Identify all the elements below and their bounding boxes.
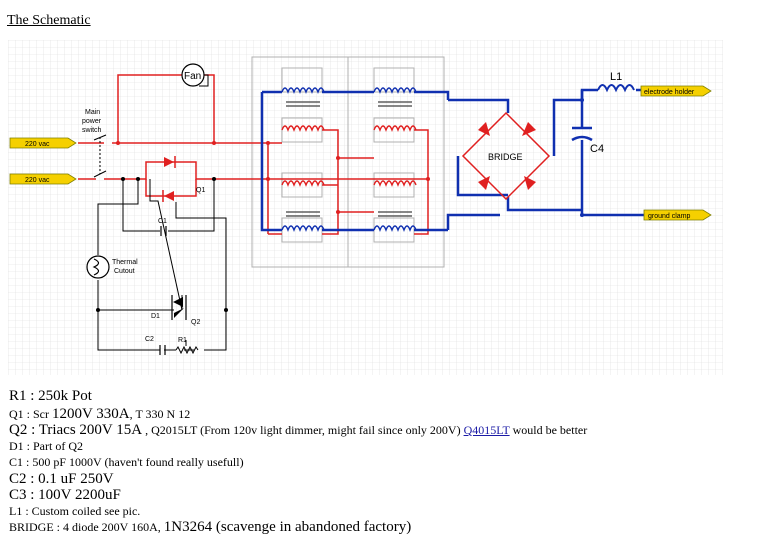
page-title: The Schematic [7,13,91,28]
note-q1-rating: 1200V 330A [52,406,130,422]
fan-symbol: Fan [181,63,209,87]
note-bridge-part-a: BRIDGE : 4 diode 200V 160A, [9,520,164,534]
note-q2-detail: , Q2015LT (From 120v light dimmer, might… [142,423,464,437]
note-q1-part-a: Q1 : Scr [9,407,52,421]
bridge-label: BRIDGE [488,152,523,162]
scr-q1: Q1 [162,156,205,202]
c2-label: C2 [145,336,154,343]
note-d1: D1 : Part of Q2 [9,439,83,453]
electrode-holder-terminal: electrode holder [640,85,712,97]
q4015lt-link[interactable]: Q4015LT [463,423,510,437]
thermal-cutout: Thermal Cutout [86,255,138,279]
switch-label-1: Main [85,109,100,116]
input-terminal-2: 220 vac [9,173,77,185]
fan-label: Fan [184,71,201,82]
thermal-label-1: Thermal [112,259,138,266]
grid-background [8,40,723,375]
bridge-rectifier: BRIDGE [461,111,551,201]
capacitor-c1 [160,226,167,236]
input-terminal-1: 220 vac [9,137,77,149]
schematic-diagram: BRIDGE L1 C4 electrode holder ground cla… [8,40,723,375]
note-c2: C2 : 0.1 uF 250V [9,471,114,487]
note-c3: C3 : 100V 2200uF [9,487,121,503]
input-1-label: 220 vac [25,141,50,148]
note-r1: R1 : 250k Pot [9,388,92,404]
capacitor-c2 [159,345,166,355]
c1-label: C1 [158,218,167,225]
note-bridge: BRIDGE : 4 diode 200V 160A, 1N3264 (scav… [9,519,411,536]
note-l1: L1 : Custom coiled see pic. [9,504,141,518]
note-bridge-tail: (scavenge in abandoned factory) [212,519,412,535]
thermal-label-2: Cutout [114,268,135,275]
c4-label: C4 [590,143,604,155]
q2-label: Q2 [191,319,200,326]
note-q2-tail: would be better [509,423,588,437]
l1-label: L1 [610,71,622,83]
note-c1: C1 : 500 pF 1000V (haven't found really … [9,455,244,469]
dc-output-wiring [260,88,648,232]
switch-label-3: switch [82,127,102,134]
electrode-holder-label: electrode holder [644,89,695,96]
note-q2-rating: Q2 : Triacs 200V 15A [9,422,143,438]
note-bridge-diode: 1N3264 [163,519,213,535]
note-q1: Q1 : Scr 1200V 330A, T 330 N 12 [9,406,190,423]
secondary-coils [281,87,417,232]
main-power-switch [93,134,107,178]
d1-label: D1 [151,313,160,320]
switch-label-2: power [82,118,102,125]
ground-clamp-label: ground clamp [648,213,691,220]
input-2-label: 220 vac [25,177,50,184]
junction-dots [96,98,584,312]
note-q2: Q2 : Triacs 200V 15A , Q2015LT (From 120… [9,422,587,439]
q1-label: Q1 [196,187,205,194]
primary-coils [281,125,417,187]
inductor-l1: L1 [597,71,635,93]
potentiometer-r1 [175,340,199,355]
note-q1-part-c: , T 330 N 12 [129,407,191,421]
transformer-cores [286,101,412,217]
triac-q2: D1 Q2 [151,295,200,326]
capacitor-c4 [571,126,593,142]
schematic-canvas: BRIDGE L1 C4 electrode holder ground cla… [8,40,723,375]
r1-label: R1 [178,337,187,344]
ground-clamp-terminal: ground clamp [643,209,712,221]
